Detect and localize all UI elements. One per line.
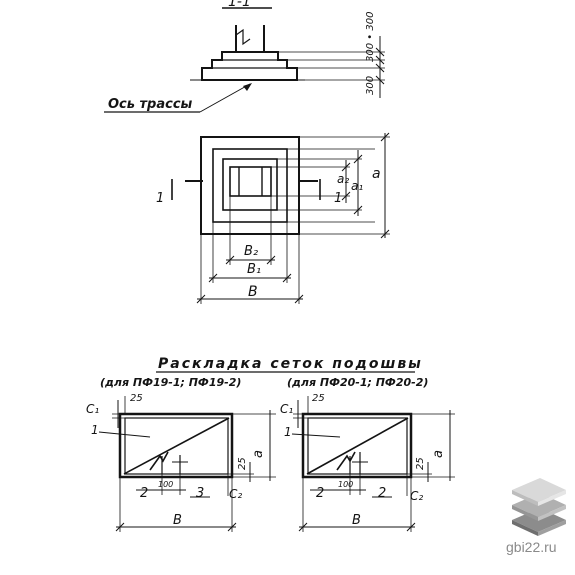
right-100: 100 [338, 480, 353, 489]
right-a: a [431, 450, 446, 458]
right-25-top: 25 [312, 393, 325, 404]
dim-top: 300 • 300 [365, 12, 376, 62]
watermark-text: gbi22.ru [506, 539, 557, 555]
slab-stack-icon [512, 478, 566, 536]
layout-title: Раскладка сеток подошвы [158, 356, 423, 372]
right-mark-1: 1 [284, 425, 292, 439]
right-mark-2b: 2 [378, 486, 386, 501]
dim-bottom: 300 [365, 76, 376, 95]
section-mark: 1-1 [228, 0, 251, 10]
left-100: 100 [158, 480, 173, 489]
cut-left: 1 [156, 191, 164, 206]
dim-a1: a₁ [351, 179, 363, 193]
caption-right: (для ПФ20-1; ПФ20-2) [287, 376, 428, 389]
dim-a2: a₂ [337, 172, 349, 186]
left-mark-1: 1 [91, 423, 99, 437]
layout-title-block: Раскладка сеток подошвы (для ПФ19-1; ПФ1… [100, 356, 428, 389]
left-c2: C₂ [229, 487, 242, 501]
left-25-right: 25 [237, 457, 248, 470]
mesh-layout-right: C₁ 25 1 a 25 2 100 2 C₂ B [280, 393, 455, 532]
right-c1: C₁ [280, 402, 293, 416]
footing-plan: 1 1 a₂ a₁ a B₂ B₁ B [156, 132, 390, 304]
left-b: B [173, 513, 182, 528]
left-c1: C₁ [86, 402, 99, 416]
right-25-right: 25 [415, 457, 426, 470]
axis-label: Ось трассы [108, 97, 193, 112]
section-1-1: 1-1 300 • 300 300 Ось трассы [104, 0, 385, 113]
right-mark-2: 2 [316, 486, 324, 501]
left-a: a [251, 450, 266, 458]
left-25-top: 25 [130, 393, 143, 404]
right-c2: C₂ [410, 489, 423, 503]
dim-b2: B₂ [244, 244, 258, 259]
watermark-logo: gbi22.ru [506, 478, 566, 555]
dim-b: B [248, 284, 258, 300]
dim-a: a [372, 166, 381, 182]
left-mark-2: 2 [140, 486, 148, 501]
mesh-layout-left: C₁ 25 1 a 25 2 100 3 C₂ B [86, 393, 276, 532]
cut-right: 1 [334, 191, 342, 206]
dim-b1: B₁ [247, 262, 261, 277]
right-b: B [352, 513, 361, 528]
caption-left: (для ПФ19-1; ПФ19-2) [100, 376, 241, 389]
left-mark-3: 3 [196, 486, 204, 501]
